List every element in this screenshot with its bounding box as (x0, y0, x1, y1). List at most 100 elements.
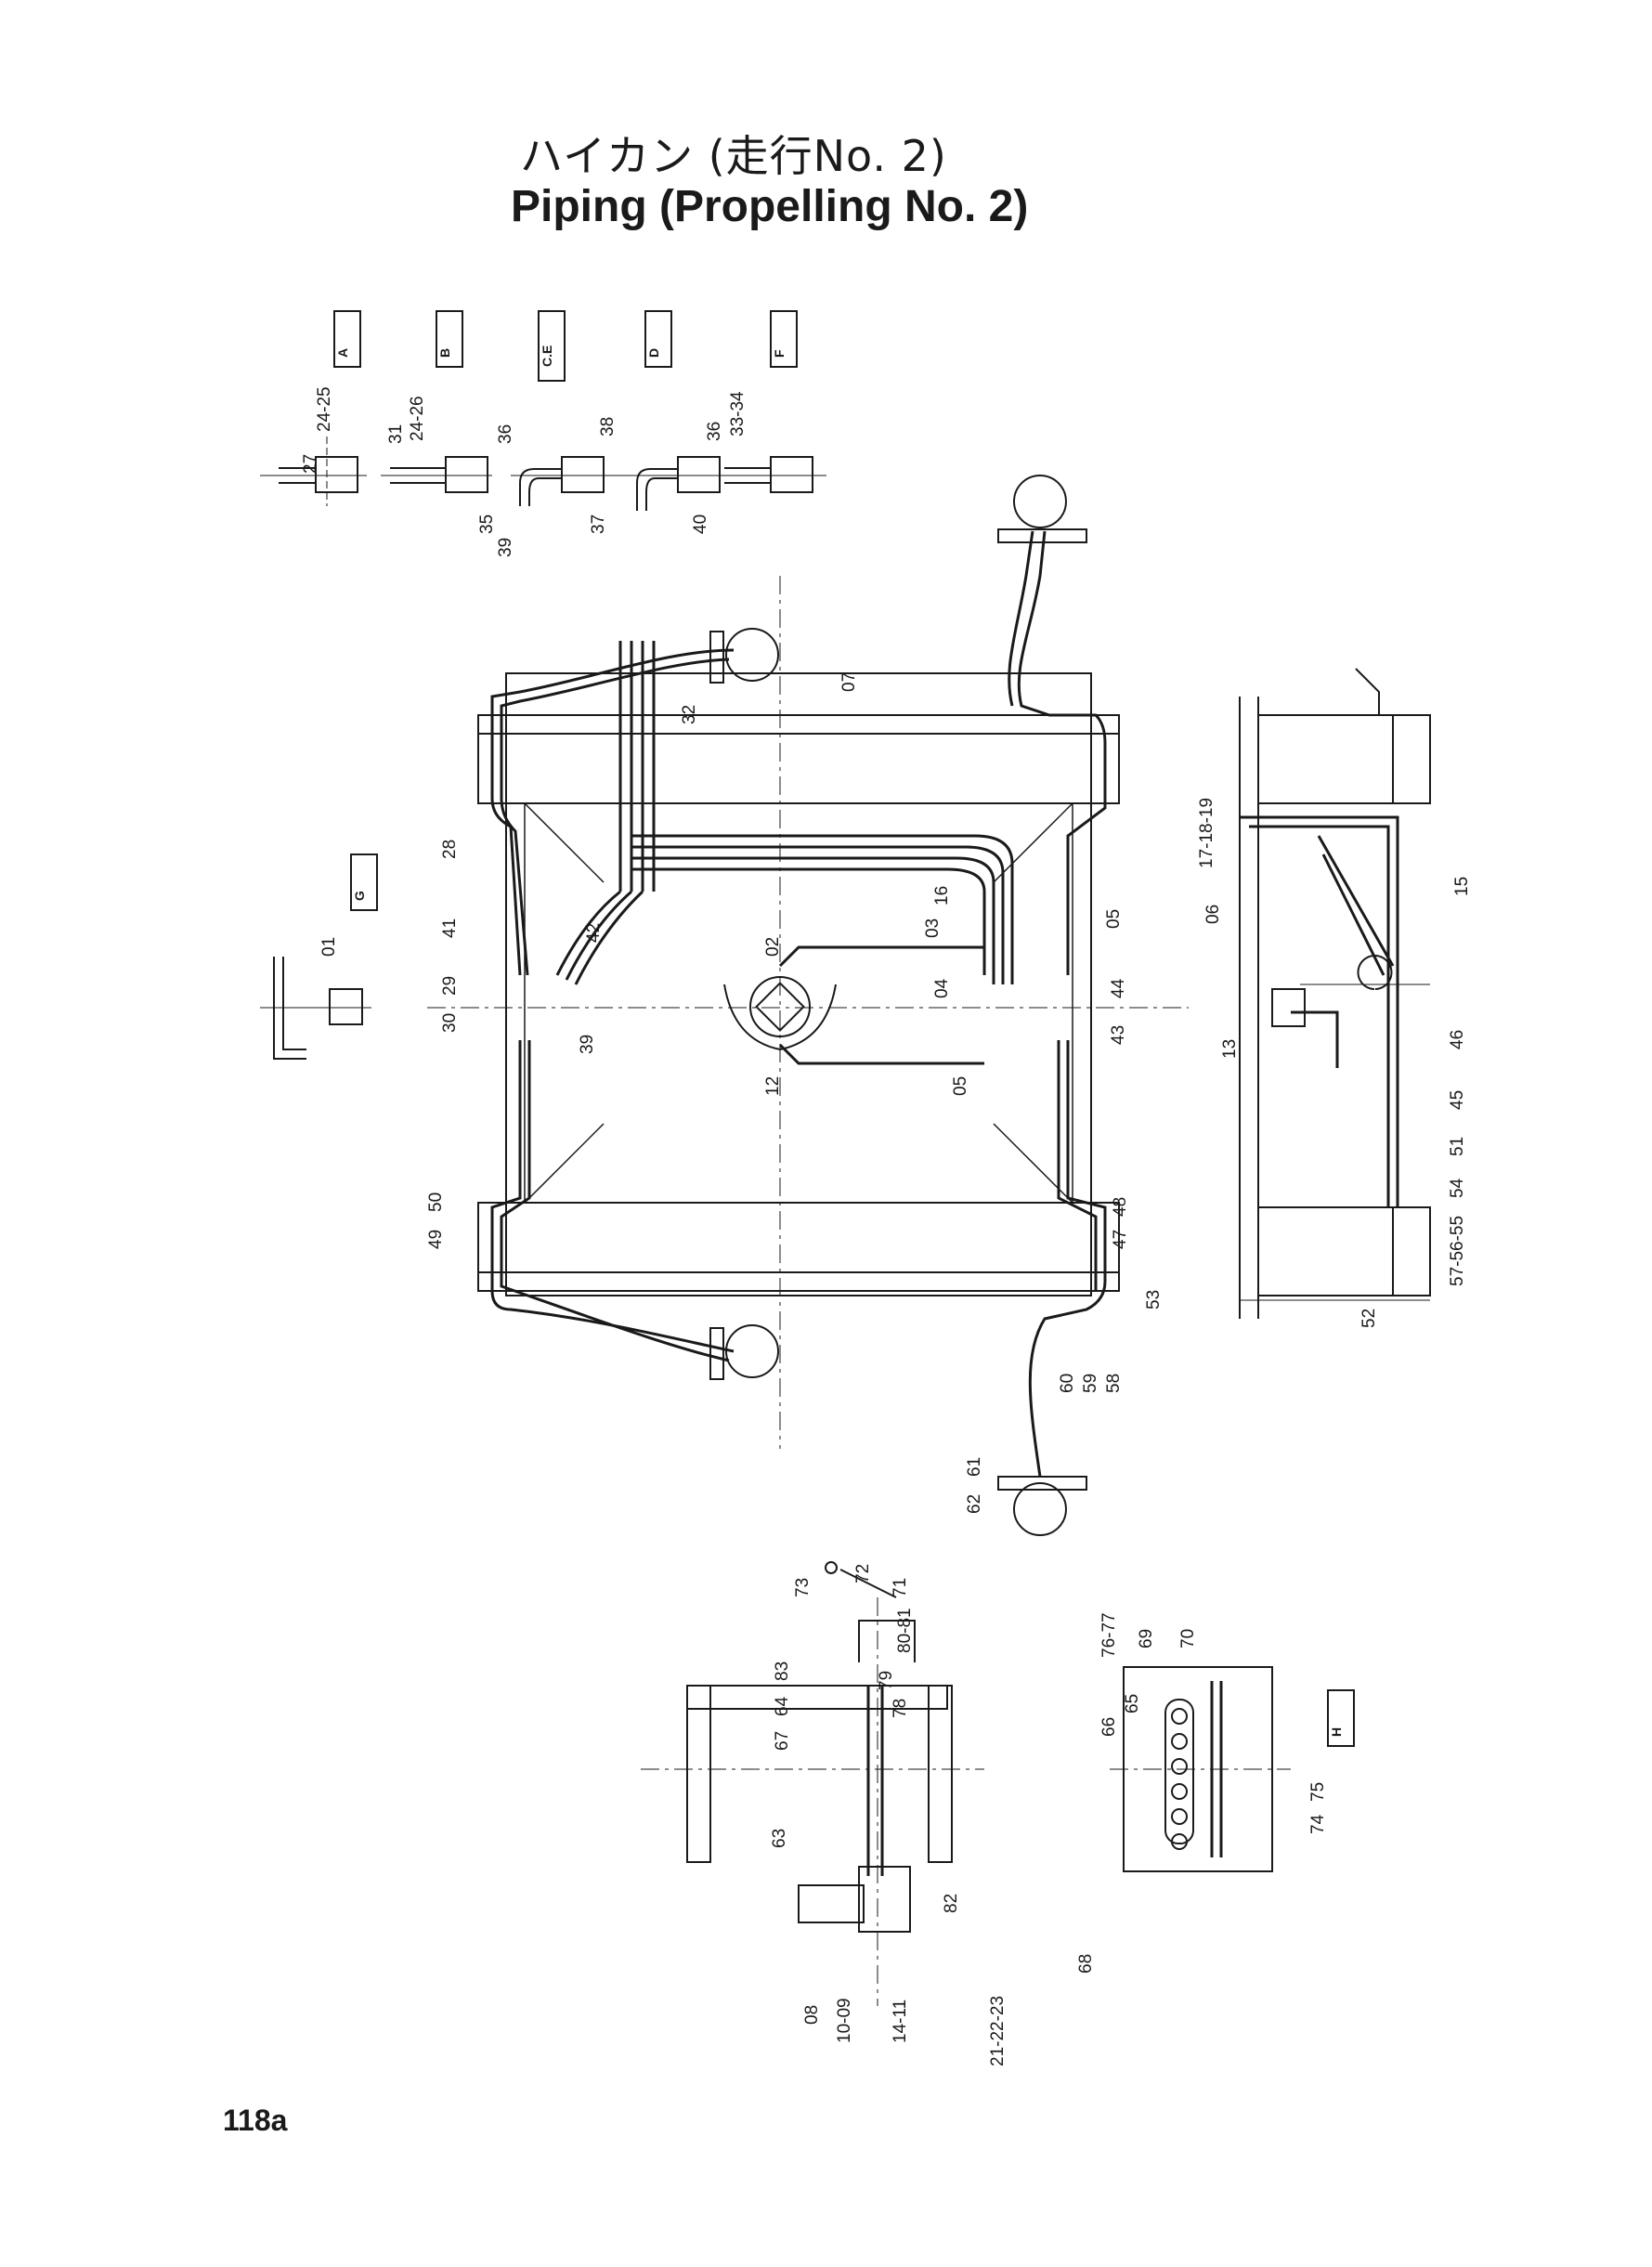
part-label: 66 (1099, 1717, 1119, 1737)
part-label: 39 (496, 538, 515, 557)
part-label: 33-34 (728, 391, 748, 436)
part-label: 60 (1058, 1374, 1077, 1393)
part-label: 70 (1178, 1629, 1198, 1648)
part-label: 31 (386, 424, 406, 444)
part-label: 63 (770, 1829, 789, 1848)
part-label: 14-11 (891, 2000, 910, 2043)
part-label: 04 (932, 978, 952, 998)
part-label: 46 (1448, 1030, 1467, 1049)
part-label: 05 (1104, 909, 1124, 929)
view-box-b: B (436, 310, 463, 368)
view-box-a: A (333, 310, 361, 368)
view-box-h: H (1327, 1689, 1355, 1747)
part-label: 64 (773, 1696, 792, 1716)
part-label: 65 (1123, 1694, 1142, 1713)
part-label: 69 (1137, 1629, 1156, 1648)
part-label: 36 (496, 424, 515, 444)
part-label: 05 (951, 1076, 970, 1096)
part-label: 57-56-55 (1448, 1216, 1467, 1286)
part-label: 30 (440, 1013, 460, 1033)
svg-text:H: H (1329, 1727, 1344, 1737)
part-label: 76-77 (1099, 1612, 1119, 1658)
part-label: 03 (923, 919, 943, 938)
view-h-detail (1110, 1666, 1291, 1872)
part-label: 71 (891, 1578, 910, 1597)
part-label: 49 (426, 1230, 446, 1249)
view-box-f: F (770, 310, 798, 368)
part-label: 02 (763, 937, 783, 957)
part-label: 67 (773, 1731, 792, 1751)
part-label: 42 (584, 923, 604, 943)
part-label: 83 (773, 1661, 792, 1681)
part-label: 68 (1076, 1954, 1096, 1974)
part-label: 24-26 (408, 396, 427, 441)
valve-assembly-bottom (641, 1561, 984, 2006)
part-label: 61 (965, 1457, 984, 1477)
part-label: 62 (965, 1494, 984, 1514)
part-label: 08 (802, 2005, 822, 2025)
svg-text:G: G (352, 891, 367, 901)
part-label: 21-22-23 (988, 1996, 1008, 2066)
part-label: 74 (1308, 1814, 1328, 1834)
part-label: 35 (477, 515, 497, 534)
part-label: 72 (853, 1564, 873, 1583)
part-label: 17-18-19 (1197, 798, 1216, 868)
part-label: 28 (440, 840, 460, 859)
part-label: 47 (1111, 1230, 1130, 1249)
view-g-detail (260, 957, 371, 1060)
part-label: 44 (1109, 978, 1128, 998)
svg-text:B: B (437, 348, 452, 358)
part-label: 59 (1081, 1374, 1100, 1393)
part-label: 48 (1111, 1197, 1130, 1217)
part-label: 45 (1448, 1090, 1467, 1110)
part-label: 53 (1144, 1290, 1164, 1309)
svg-text:C.E: C.E (540, 345, 554, 367)
page-title-english: Piping (Propelling No. 2) (511, 182, 1029, 231)
page-title-japanese: ハイカン (走行No. 2) (520, 131, 947, 181)
part-label: 80-81 (895, 1608, 915, 1653)
svg-text:F: F (772, 349, 787, 358)
view-box-ce: C.E (538, 310, 566, 382)
part-label: 36 (705, 422, 724, 441)
view-box-g: G (350, 853, 378, 911)
part-number-labels: 27 24-25 31 24-26 36 35 39 38 37 36 33-3… (301, 386, 1472, 2066)
part-label: 01 (319, 937, 339, 957)
detail-views-top (260, 436, 826, 511)
svg-text:D: D (646, 348, 661, 358)
part-label: 51 (1448, 1137, 1467, 1156)
part-label: 37 (589, 515, 608, 534)
part-label: 79 (877, 1671, 896, 1690)
part-label: 73 (793, 1578, 813, 1597)
part-label: 41 (440, 919, 460, 938)
part-label: 32 (680, 705, 699, 724)
part-label: 54 (1448, 1178, 1467, 1198)
svg-text:A: A (335, 348, 350, 358)
part-label: 10-09 (835, 1998, 854, 2043)
part-label: 39 (578, 1035, 597, 1054)
part-label: 29 (440, 976, 460, 996)
main-frame (427, 576, 1189, 1449)
part-label: 75 (1308, 1782, 1328, 1802)
side-view-right (1239, 668, 1431, 1319)
part-label: 13 (1220, 1039, 1240, 1059)
part-label: 06 (1203, 905, 1223, 924)
view-box-d: D (644, 310, 672, 368)
part-label: 24-25 (315, 386, 334, 432)
part-label: 43 (1109, 1025, 1128, 1045)
part-label: 27 (301, 454, 320, 474)
hose-lines (490, 530, 1107, 1478)
part-label: 16 (932, 886, 952, 905)
part-label: 40 (691, 515, 710, 534)
part-label: 82 (942, 1894, 961, 1913)
part-label: 12 (763, 1076, 783, 1096)
part-label: 38 (598, 417, 618, 436)
part-label: 58 (1104, 1374, 1124, 1393)
page-number: 118a (223, 2104, 288, 2137)
part-label: 50 (426, 1192, 446, 1212)
part-label: 78 (891, 1699, 910, 1718)
part-label: 15 (1452, 877, 1472, 896)
part-label: 52 (1359, 1309, 1379, 1328)
part-label: 07 (839, 672, 859, 692)
